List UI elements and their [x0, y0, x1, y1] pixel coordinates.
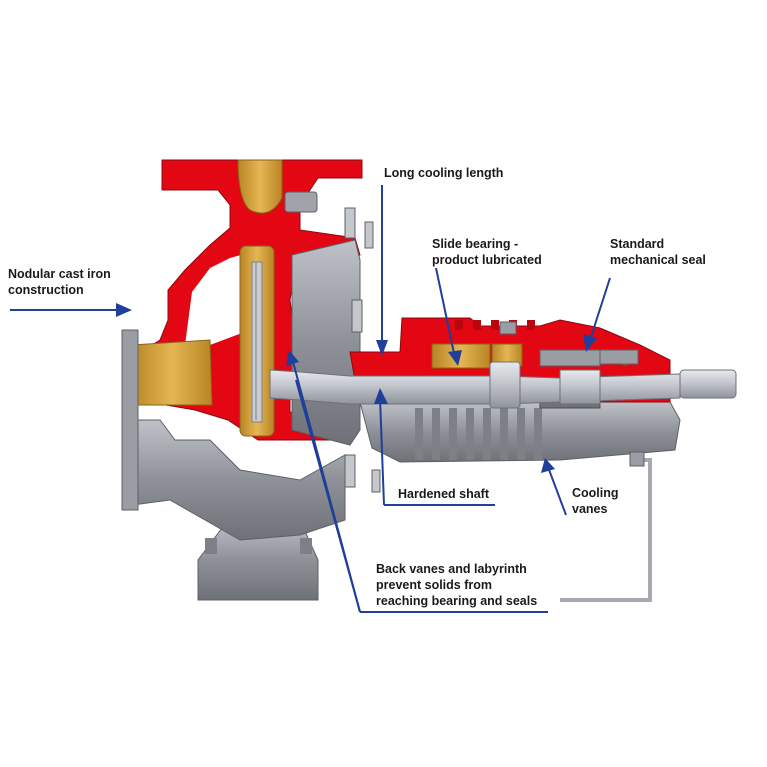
suction-inlet	[131, 339, 213, 406]
label-back-vanes-line1: Back vanes and labyrinth	[376, 562, 527, 576]
flange-bolts	[284, 191, 381, 493]
foot-bolt	[300, 538, 312, 554]
label-slide-bearing-line1: Slide bearing -	[432, 237, 518, 251]
slide-bearing	[431, 343, 491, 369]
drain-pipe	[560, 458, 652, 602]
label-long-cooling-length: Long cooling length	[384, 166, 503, 180]
label-back-vanes-line2: prevent solids from	[376, 578, 492, 592]
label-mechanical-seal-line1: Standard	[610, 237, 664, 251]
label-cooling-vanes-line1: Cooling	[572, 486, 619, 500]
foot-bolt	[205, 538, 217, 554]
leader-lines	[10, 185, 611, 613]
label-slide-bearing-line2: product lubricated	[432, 253, 542, 267]
shaft	[269, 361, 737, 409]
label-mechanical-seal-line2: mechanical seal	[610, 253, 706, 267]
drain-fitting	[629, 451, 645, 467]
inlet-flange	[121, 329, 139, 511]
label-cooling-vanes-line2: vanes	[572, 502, 607, 516]
cooling-fins	[415, 408, 542, 460]
label-back-vanes-line3: reaching bearing and seals	[376, 594, 537, 608]
label-hardened-shaft: Hardened shaft	[398, 487, 490, 501]
back-plate	[291, 239, 361, 446]
label-cast-iron-line1: Nodular cast iron	[8, 267, 111, 281]
impeller	[239, 245, 275, 437]
annotation-labels: Long cooling length Slide bearing - prod…	[8, 166, 706, 608]
housing-cap	[499, 321, 517, 335]
discharge-nozzle	[237, 159, 283, 214]
label-cast-iron-line2: construction	[8, 283, 84, 297]
pump-body	[121, 159, 737, 602]
